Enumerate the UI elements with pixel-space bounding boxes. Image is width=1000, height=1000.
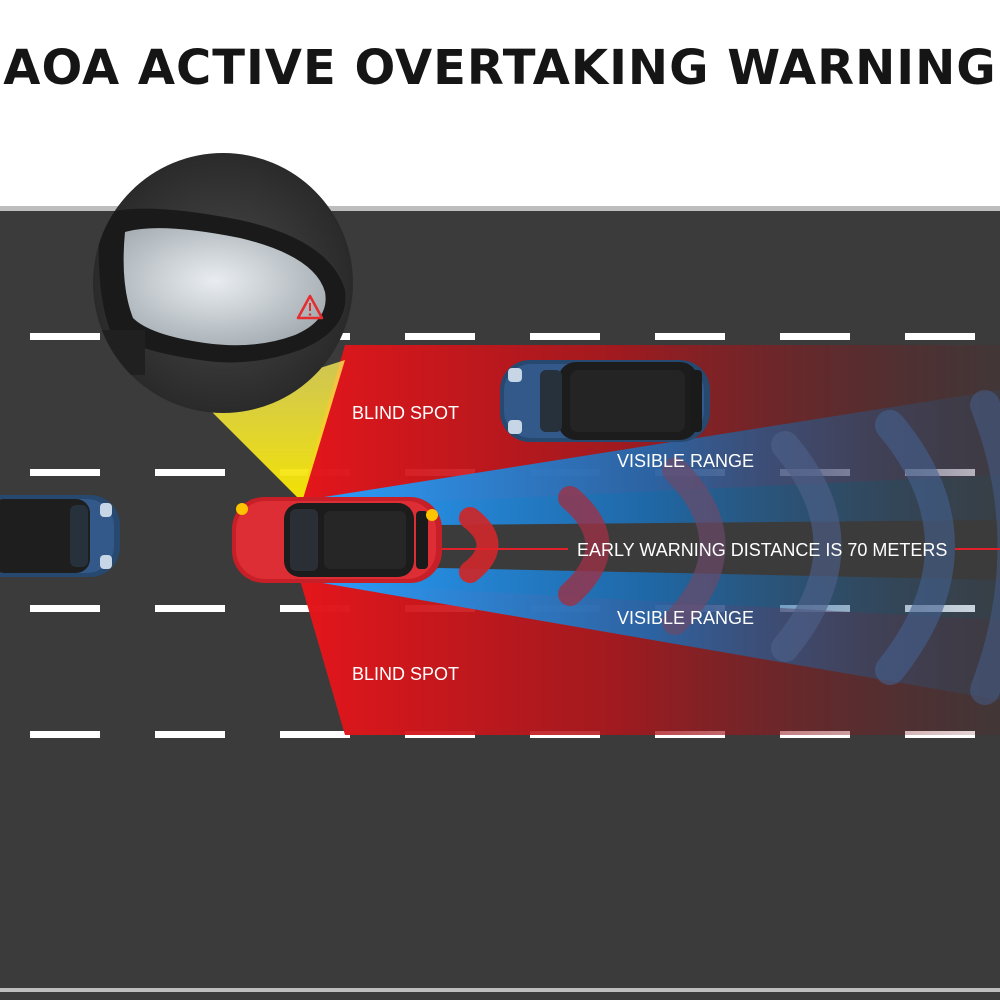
- label-early-warning-distance: EARLY WARNING DISTANCE IS 70 METERS: [577, 540, 947, 560]
- road-edge-bottom: [0, 988, 1000, 992]
- blue-car-top: [500, 360, 710, 442]
- label-blind-spot-bottom: BLIND SPOT: [352, 664, 459, 684]
- radar-waves: [459, 390, 1000, 705]
- ego-car: [232, 497, 442, 583]
- blue-car-left: [0, 495, 120, 577]
- label-visible-range-top: VISIBLE RANGE: [617, 451, 754, 471]
- label-blind-spot-top: BLIND SPOT: [352, 403, 459, 423]
- mirror-inset: [93, 153, 353, 413]
- road-edge-top: [0, 206, 1000, 211]
- label-visible-range-bottom: VISIBLE RANGE: [617, 608, 754, 628]
- warning-triangle-icon: [296, 294, 324, 320]
- indicator-light-rear: [236, 503, 248, 515]
- mirror-glass: [123, 228, 326, 346]
- page-title: AOA ACTIVE OVERTAKING WARNING: [3, 40, 997, 96]
- indicator-light-front: [426, 509, 438, 521]
